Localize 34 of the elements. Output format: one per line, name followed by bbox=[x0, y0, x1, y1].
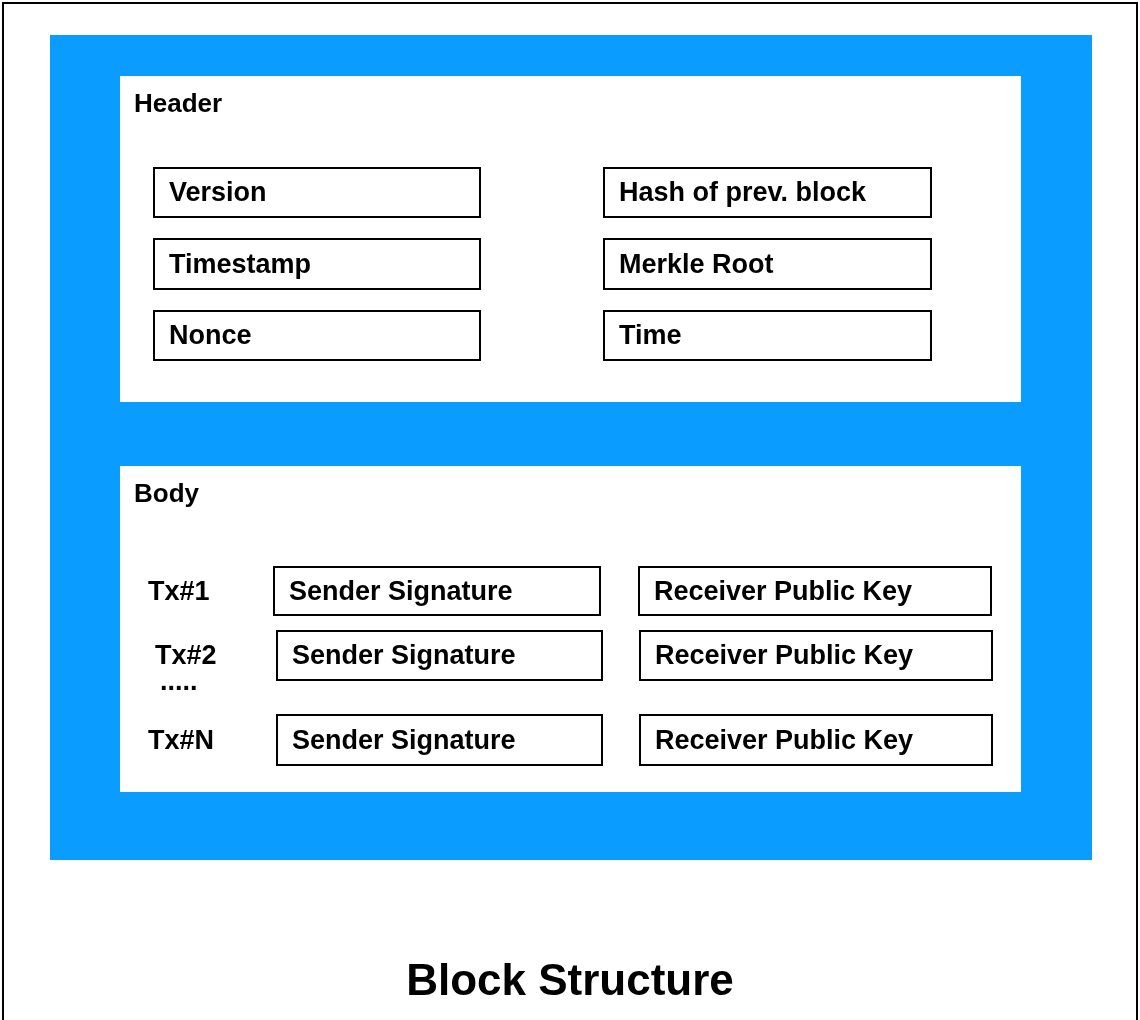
diagram-title: Block Structure bbox=[405, 958, 735, 1002]
field-label: Merkle Root bbox=[619, 250, 774, 278]
field-label: Sender Signature bbox=[292, 726, 516, 754]
field-label: Receiver Public Key bbox=[655, 642, 914, 669]
field-box bbox=[603, 238, 932, 290]
field-box bbox=[153, 310, 481, 361]
field-box bbox=[153, 238, 481, 290]
field-label: Sender Signature bbox=[292, 642, 516, 669]
field-box bbox=[639, 630, 993, 681]
field-box bbox=[638, 566, 992, 616]
section-panel bbox=[120, 466, 1021, 792]
transaction-label: Tx#N bbox=[148, 727, 215, 754]
section-heading: Header bbox=[134, 90, 223, 116]
section-panel bbox=[120, 76, 1021, 402]
block-background bbox=[50, 35, 1092, 860]
field-box bbox=[639, 714, 993, 766]
field-box bbox=[276, 714, 603, 766]
field-label: Sender Signature bbox=[289, 577, 513, 605]
field-box bbox=[153, 167, 481, 218]
field-label: Version bbox=[169, 179, 267, 206]
transaction-label: Tx#2 bbox=[155, 642, 217, 669]
field-box bbox=[273, 566, 601, 616]
field-label: Hash of prev. block bbox=[619, 179, 867, 206]
field-box bbox=[603, 167, 932, 218]
field-label: Timestamp bbox=[169, 250, 312, 278]
field-box bbox=[276, 630, 603, 681]
transaction-label: ..... bbox=[160, 668, 198, 695]
section-heading: Body bbox=[134, 480, 199, 506]
field-label: Nonce bbox=[169, 322, 252, 349]
field-label: Time bbox=[619, 322, 682, 349]
field-box bbox=[603, 310, 932, 361]
field-label: Receiver Public Key bbox=[654, 577, 913, 605]
transaction-label: Tx#1 bbox=[148, 578, 210, 605]
field-label: Receiver Public Key bbox=[655, 726, 914, 754]
